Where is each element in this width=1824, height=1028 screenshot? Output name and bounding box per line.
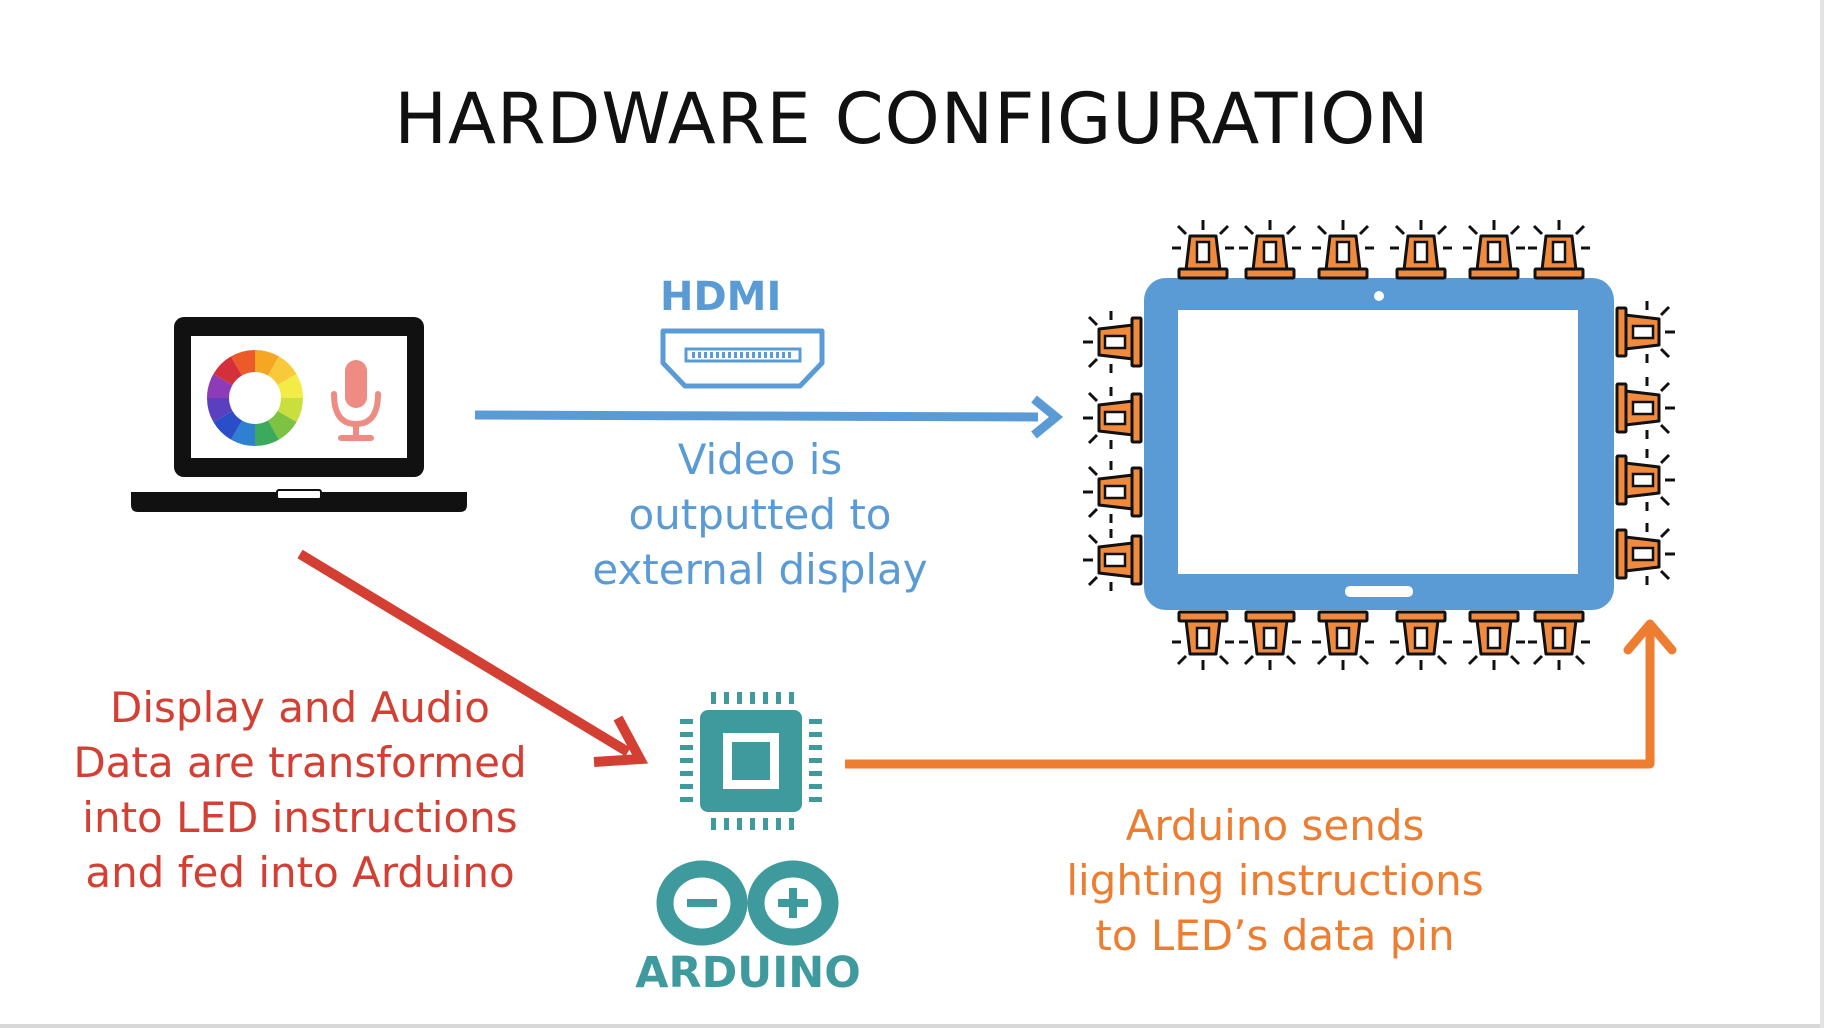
led-icon	[1237, 610, 1303, 672]
transform-caption: Display and Audio Data are transformed i…	[73, 683, 527, 897]
led-icon	[1310, 218, 1376, 280]
led-strip-left	[1081, 309, 1143, 593]
led-icon	[1615, 375, 1677, 441]
led-icon	[1388, 610, 1454, 672]
led-icon	[1615, 447, 1677, 513]
led-icon	[1388, 218, 1454, 280]
led-strip-bottom	[1170, 610, 1592, 672]
led-icon	[1526, 610, 1592, 672]
arduino-infinity-icon	[656, 860, 839, 946]
video-arrow	[474, 395, 1064, 439]
hdmi-logo-text: HDMI	[660, 274, 781, 320]
led-icon	[1081, 385, 1143, 451]
led-icon	[1170, 610, 1236, 672]
color-wheel-icon	[206, 349, 304, 447]
arduino-logo-text: ARDUINO	[635, 948, 861, 998]
slide-title: HARDWARE CONFIGURATION	[394, 78, 1430, 160]
microphone-icon	[331, 360, 381, 441]
transform-arrow	[297, 549, 649, 767]
microchip-icon	[680, 692, 822, 830]
led-icon	[1310, 610, 1376, 672]
led-icon	[1081, 527, 1143, 593]
hdmi-port-icon	[660, 328, 825, 389]
led-icon	[1461, 218, 1527, 280]
video-caption: Video is outputted to external display	[592, 435, 928, 594]
hdmi-logo: HDMI	[660, 274, 781, 320]
led-icon	[1615, 299, 1677, 365]
arduino-sends-caption: Arduino sends lighting instructions to L…	[1066, 801, 1484, 960]
led-icon	[1615, 521, 1677, 587]
led-icon	[1526, 218, 1592, 280]
led-data-arrow	[845, 619, 1677, 769]
led-strip-top	[1170, 218, 1592, 280]
led-icon	[1461, 610, 1527, 672]
led-strip-right	[1615, 299, 1677, 587]
slide-right-edge	[1820, 0, 1824, 1028]
led-icon	[1170, 218, 1236, 280]
tablet-display-icon	[1144, 278, 1614, 610]
led-icon	[1237, 218, 1303, 280]
led-icon	[1081, 459, 1143, 525]
led-icon	[1081, 309, 1143, 375]
slide-bottom-edge	[0, 1024, 1824, 1028]
